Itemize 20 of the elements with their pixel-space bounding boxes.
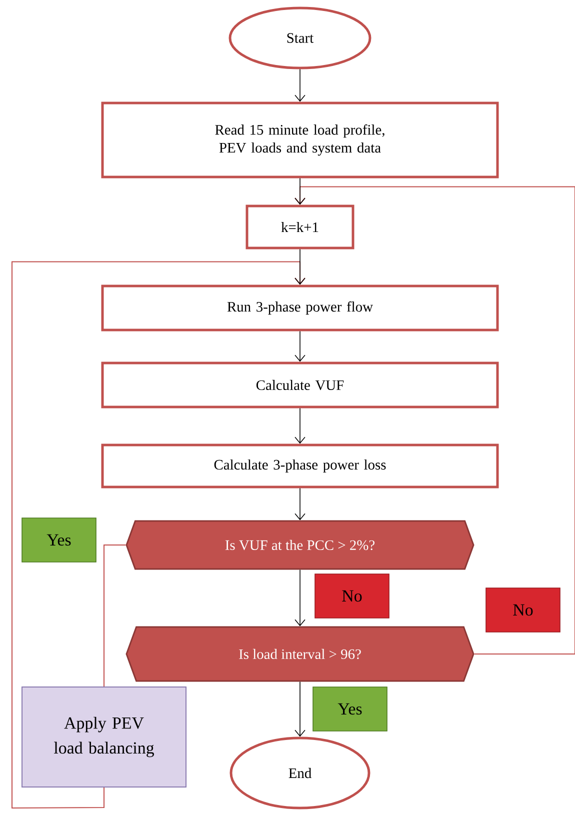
process-box: Read 15 minute load profile, PEV loads and system data [101, 102, 499, 178]
arrow [294, 68, 306, 102]
arrow [294, 330, 306, 362]
arrow [294, 681, 306, 737]
arrow [294, 248, 306, 285]
arrow [12, 261, 306, 808]
edge-label: No [314, 574, 390, 618]
process-box: k=k+1 [246, 204, 354, 250]
arrow [294, 408, 306, 444]
process-box: Run 3-phase power flow [101, 284, 499, 332]
arrow [294, 488, 306, 520]
arrow [294, 186, 575, 654]
edge-label: Yes [22, 518, 96, 562]
process-box: Apply PEV load balancing [22, 686, 186, 788]
arrow [294, 178, 306, 205]
process-box: Calculate VUF [101, 362, 499, 408]
edge-label: No [486, 588, 560, 632]
process-box: Calculate 3-phase power loss [101, 444, 499, 488]
edge-label: Yes [312, 686, 388, 732]
arrow [294, 569, 306, 626]
